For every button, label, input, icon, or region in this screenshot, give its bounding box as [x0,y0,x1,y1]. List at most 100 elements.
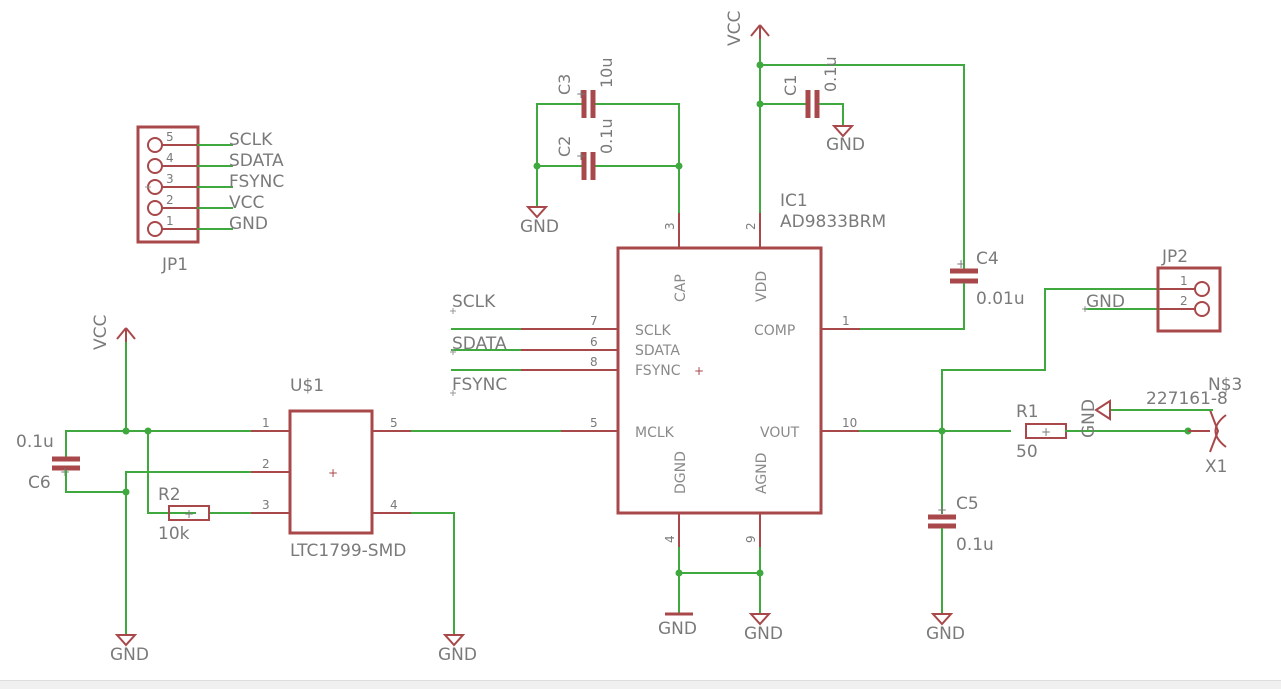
svg-text:+: + [694,364,704,378]
c6-value: 0.1u [16,432,54,452]
jp2-name: JP2 [1161,247,1188,267]
jp2-pin-2[interactable] [1194,301,1210,317]
jp2-gnd-label: GND [1086,292,1125,312]
jp1-pin-num-3: 3 [166,172,174,186]
svg-text:+: + [576,87,586,101]
ic1-pin-num-sdata: 6 [590,335,598,349]
ic1-pin-num-vdd: 2 [744,222,758,230]
c2-value: 0.1u [597,118,616,154]
x1-name: X1 [1205,457,1227,477]
jp1-label-gnd: GND [229,214,268,234]
ic1-pin-comp: COMP [754,323,795,339]
capacitor-c5[interactable]: + C5 0.1u [928,494,994,555]
ic1-value: AD9833BRM [780,212,886,232]
c1-name: C1 [781,75,800,96]
jp1-pin-2[interactable] [147,200,163,216]
u1-pin-num-1: 1 [262,416,270,430]
vcc-label-top: VCC [725,11,745,46]
ic1-pin-num-cap: 3 [663,222,677,230]
jp2-pin-num-1: 1 [1180,274,1188,288]
ic1-pin-num-fsync: 8 [590,355,598,369]
ic1-pin-num-vout: 10 [842,416,857,430]
jp1-label-sclk: SCLK [229,130,273,150]
c5-value: 0.1u [956,535,994,555]
jp2-header[interactable]: 1 2 JP2 GND [1086,247,1222,333]
x1-gnd-label: GND [1079,399,1099,438]
ic1-pin-num-agnd: 9 [744,535,758,543]
ic1-pin-dgnd: DGND [673,451,689,494]
vcc-label-left: VCC [91,315,111,350]
capacitor-c3[interactable]: + C3 10u [536,58,680,119]
x1-value: 227161-8 [1146,389,1228,409]
ic1-pin-vout: VOUT [760,425,800,441]
vcc-symbol-top: VCC [725,11,770,46]
u1-value: LTC1799-SMD [290,541,406,561]
resistor-r2[interactable]: + R2 10k [158,485,210,544]
c5-name: C5 [956,494,979,514]
jp1-label-fsync: FSYNC [229,172,284,192]
gnd-symbol-c5: GND [926,613,965,644]
x1-gnd-symbol [1094,399,1111,421]
u1-pin-num-4: 4 [390,498,398,512]
jp1-label-sdata: SDATA [229,151,284,171]
jp1-pin-num-4: 4 [166,151,174,165]
resistor-r1[interactable]: + R1 50 [1016,402,1067,462]
gnd-label-dgnd: GND [658,619,697,639]
connector-x1[interactable]: N$3 227161-8 X1 GND [1079,375,1242,477]
jp1-pin-num-1: 1 [166,214,174,228]
jp1-body [136,125,200,244]
ic1-pin-num-sclk: 7 [590,314,598,328]
gnd-symbol-c2: GND [520,206,559,237]
net-label-sdata: SDATA [452,334,507,354]
jp1-pin-4[interactable] [147,158,163,174]
svg-text:+: + [184,507,194,521]
c4-name: C4 [976,249,999,269]
x1-alt-name: N$3 [1208,375,1242,395]
ic1-ad9833[interactable]: IC1 AD9833BRM 3 2 CAP VDD 7 6 8 5 SCLK S… [520,191,886,548]
u1-pin-num-5: 5 [390,416,398,430]
gnd-symbol-c1: GND [826,125,865,155]
u1-name: U$1 [290,376,324,396]
gnd-label-c5: GND [926,624,965,644]
jp1-pin-num-2: 2 [166,193,174,207]
gnd-label-agnd: GND [744,624,783,644]
r2-name: R2 [158,485,181,505]
c3-value: 10u [597,58,616,89]
capacitor-c2[interactable]: + C2 0.1u [536,118,680,180]
gnd-symbol-u1: GND [438,634,477,665]
jp1-pin-num-5: 5 [166,130,174,144]
gnd-label-left: GND [110,645,149,665]
ic1-body [616,246,823,515]
capacitor-c6[interactable]: + 0.1u C6 [16,432,80,493]
ic1-pin-vdd: VDD [754,271,770,302]
r1-value: 50 [1016,442,1038,462]
jp1-pin-1[interactable] [147,221,163,237]
r1-name: R1 [1016,402,1039,422]
svg-text:+: + [576,149,586,163]
u1-ltc1799[interactable]: + U$1 LTC1799-SMD 1 2 3 5 4 [250,376,412,561]
jp1-pin-5[interactable] [147,137,163,153]
ic1-pin-agnd: AGND [754,453,770,494]
jp1-header[interactable]: 5 4 3 2 1 SCLK SDATA FSYNC VCC GND JP1 [136,125,284,275]
gnd-label-c1: GND [826,135,865,155]
jp1-label-vcc: VCC [229,193,264,213]
capacitor-c4[interactable]: + C4 0.01u [950,249,1025,309]
jp2-body [1156,266,1222,333]
jp2-pin-1[interactable] [1194,281,1210,297]
u1-pin-num-2: 2 [262,457,270,471]
capacitor-c1[interactable]: C1 0.1u [759,56,844,126]
svg-text:+: + [1041,425,1051,439]
vcc-symbol-left: VCC [91,315,136,350]
ic1-pin-sdata: SDATA [635,343,680,359]
u1-pin-num-3: 3 [262,498,270,512]
c6-name: C6 [28,473,51,493]
c3-name: C3 [555,74,574,95]
net-label-fsync: FSYNC [452,375,507,395]
ic1-pin-fsync: FSYNC [635,363,681,379]
ic1-name: IC1 [780,191,808,211]
gnd-symbol-left: GND [110,634,149,665]
ic1-pin-num-comp: 1 [842,314,850,328]
svg-text:+: + [937,503,947,517]
gnd-symbol-agnd: GND [744,613,783,644]
